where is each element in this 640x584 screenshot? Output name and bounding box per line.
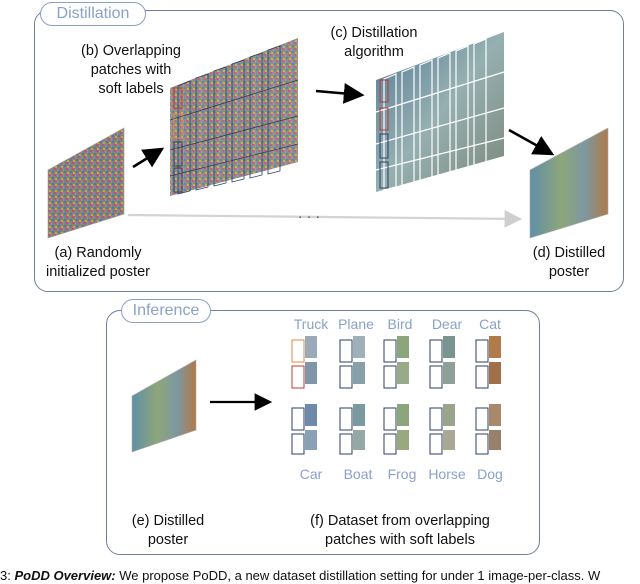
inference-panel	[106, 310, 540, 555]
class-car: Car	[299, 466, 323, 482]
label-f: (f) Dataset from overlapping patches wit…	[310, 513, 490, 548]
caption-title: PoDD Overview:	[14, 568, 116, 583]
inference-tag: Inference	[121, 299, 211, 323]
distilled-poster-d	[529, 127, 609, 239]
label-d: (d) Distilled poster	[532, 245, 606, 280]
class-plane: Plane	[338, 316, 374, 332]
patch-grid-c	[375, 32, 505, 192]
distillation-panel	[34, 10, 624, 292]
class-dog: Dog	[477, 466, 503, 482]
arrow-a-to-b	[132, 147, 165, 169]
distillation-tag: Distillation	[40, 2, 146, 26]
figure-caption: 3: PoDD Overview: We propose PoDD, a new…	[0, 568, 640, 584]
patch-grid-b	[169, 38, 299, 196]
class-patches-top	[291, 336, 501, 389]
iteration-arrow	[127, 210, 523, 228]
class-frog: Frog	[387, 466, 417, 482]
class-bird: Bird	[387, 316, 413, 332]
ellipsis: · · ·	[297, 209, 321, 225]
class-dear: Dear	[431, 316, 463, 332]
class-boat: Boat	[343, 466, 373, 482]
class-truck: Truck	[293, 316, 329, 332]
class-patches-bottom	[291, 404, 501, 455]
caption-prefix: 3:	[0, 568, 15, 583]
label-e: (e) Distilled poster	[131, 513, 205, 548]
random-poster	[47, 127, 125, 239]
class-cat: Cat	[479, 316, 501, 332]
caption-text: We propose PoDD, a new dataset distillat…	[115, 568, 601, 583]
arrow-c-to-d	[508, 128, 555, 156]
label-c: (c) Distillation algorithm	[330, 25, 418, 60]
class-horse: Horse	[428, 466, 466, 482]
label-b: (b) Overlapping patches with soft labels	[81, 43, 181, 97]
arrow-b-to-c	[315, 83, 365, 104]
distilled-poster-e	[131, 359, 197, 453]
label-a: (a) Randomly initialized poster	[46, 245, 150, 280]
